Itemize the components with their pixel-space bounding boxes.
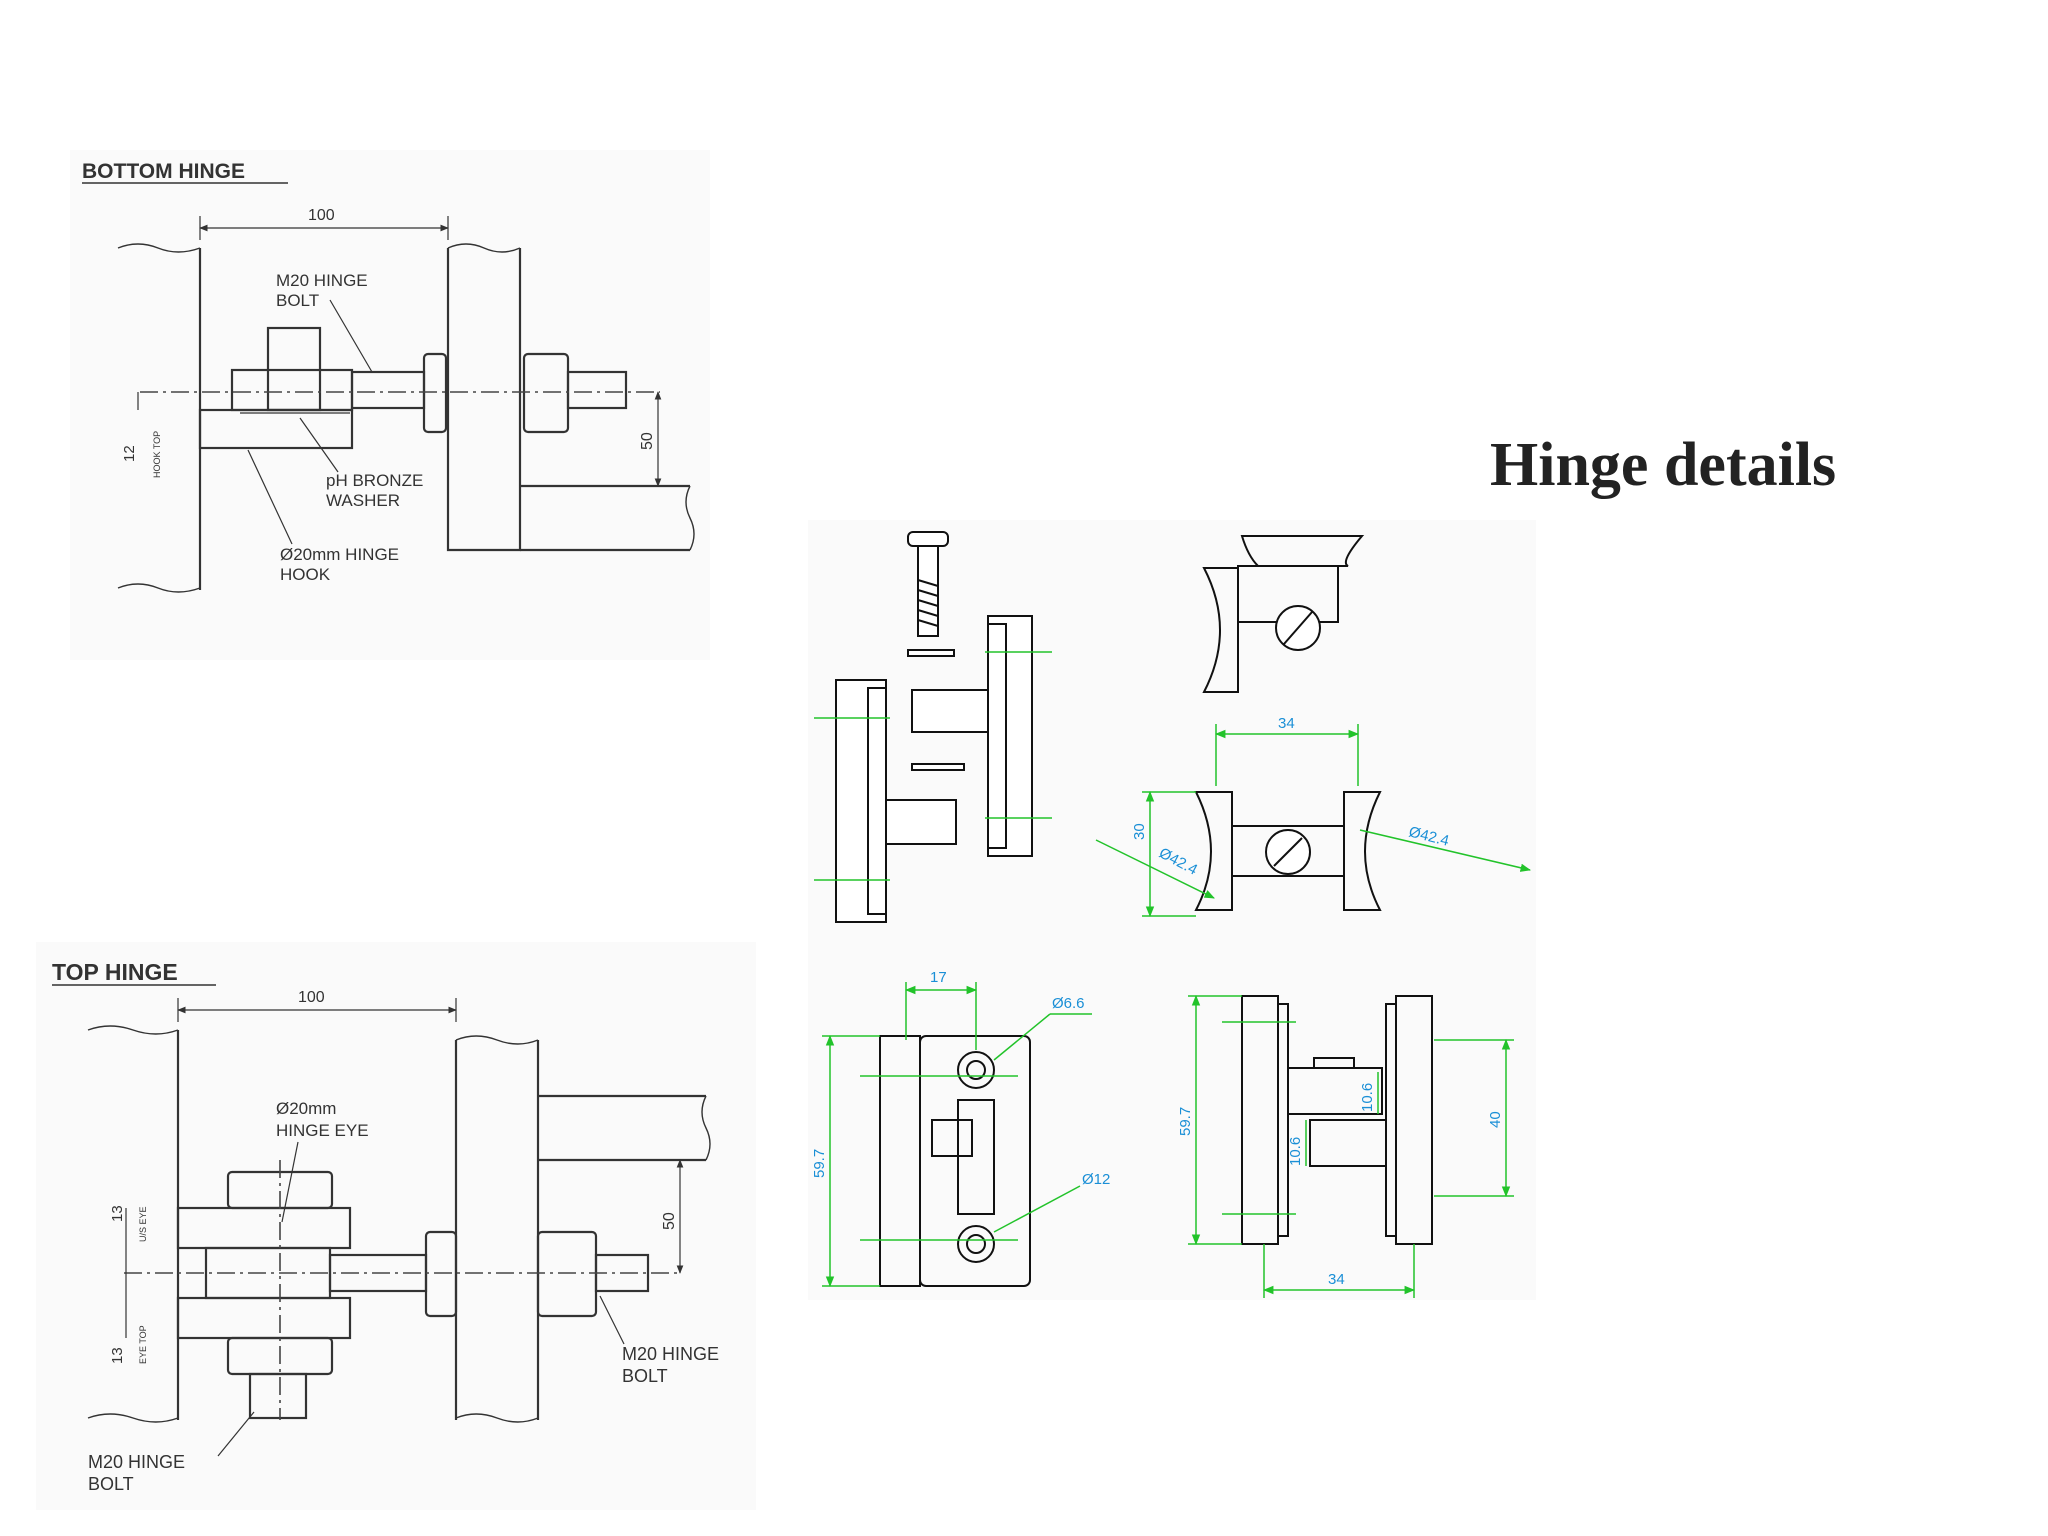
bottom-bolt-tail: [566, 370, 628, 410]
top-bolt-bottom-leader: [217, 1411, 255, 1457]
glass-hinge-drawing: 34 30 Ø42.4 Ø42.4 17 Ø6: [808, 520, 1536, 1300]
dim-106-a-text: 10.6: [1359, 1083, 1376, 1112]
page-title: Hinge details: [1490, 431, 1837, 499]
screw-head: [907, 531, 949, 547]
plan-screw-slot: [1283, 611, 1313, 645]
front-right-clamp: [1343, 791, 1382, 911]
bottom-hinge-panel: [70, 150, 710, 660]
right-plate-inner: [987, 623, 1007, 849]
lower-knuckle: [885, 799, 957, 845]
bottom-dim-hook-top-note: HOOK TOP: [152, 431, 162, 478]
bottom-washer-label-2: WASHER: [326, 491, 400, 510]
bottom-bolt-label-2: BOLT: [276, 291, 319, 310]
front-connector: [1231, 825, 1345, 877]
side-knuckle: [931, 1119, 973, 1157]
spacer-disc: [911, 763, 965, 771]
bottom-washer-label-1: pH BRONZE: [326, 471, 423, 490]
side-hole-top-outer: [957, 1051, 995, 1089]
side-body: [919, 1035, 1031, 1287]
bottom-dim-100-text: 100: [308, 207, 335, 224]
dim-dia-right-leader: [1359, 829, 1532, 872]
screw-thread: [917, 579, 939, 627]
top-bolt-right-label-1: M20 HINGE: [622, 1344, 719, 1364]
bottom-gate-post: [446, 248, 522, 552]
dim-40-text: 40: [1487, 1111, 1504, 1128]
top-dim-50-text: 50: [661, 1212, 678, 1230]
bottom-nut-left: [422, 352, 448, 434]
front-left-clamp: [1194, 791, 1233, 911]
upper-knuckle: [911, 689, 989, 733]
side-view-bottom-left: 17 Ø6.6 Ø12 59.7: [811, 969, 1110, 1288]
bottom-hinge-drawing: BOTTOM HINGE 100 50 12 HOOK TOP: [70, 150, 710, 660]
washer-disc: [907, 649, 955, 657]
dim-d12-text: Ø12: [1082, 1171, 1110, 1188]
top-bolt-right-leader: [599, 1295, 625, 1345]
bottom-dim-50-text: 50: [639, 432, 656, 450]
bottom-dim-12-text: 12: [121, 445, 138, 462]
top-gate-post: [454, 1040, 540, 1420]
dim-d66-leader: [993, 1013, 1051, 1061]
dim-d12-leader: [993, 1185, 1081, 1233]
dim-17-text: 17: [930, 969, 947, 986]
bottom-hook-label-2: HOOK: [280, 565, 331, 584]
top-hinge-heading: TOP HINGE: [52, 959, 178, 985]
dim-d66-text: Ø6.6: [1052, 995, 1085, 1012]
top-bolt-stub: [248, 1372, 308, 1420]
bottom-post-break-top: [117, 243, 201, 253]
top-hinge-drawing: TOP HINGE 100 50: [36, 942, 756, 1510]
top-dim-100-text: 100: [298, 989, 325, 1006]
dim-34-top-text: 34: [1278, 715, 1295, 732]
top-bolt-bottom-label-2: BOLT: [88, 1474, 134, 1494]
dim-106-b-text: 10.6: [1287, 1137, 1304, 1166]
bottom-hook-leader: [247, 449, 293, 545]
top-eye-leader: [281, 1141, 299, 1223]
top-hinge-panel: [36, 942, 756, 1510]
side-hole-bottom-inner: [966, 1234, 986, 1254]
top-dim-us-eye-note: U/S EYE: [138, 1206, 148, 1242]
bottom-rail: [520, 484, 690, 552]
top-eye-label-2: HINGE EYE: [276, 1121, 369, 1140]
side-view-bottom-right: 59.7 40 10.6 10.6 34: [1177, 994, 1514, 1298]
dim-34-bottom-text: 34: [1328, 1271, 1345, 1288]
top-eye-label-1: Ø20mm: [276, 1099, 336, 1118]
bottom-hook-label-1: Ø20mm HINGE: [280, 545, 399, 564]
right-view-lower-block: [1309, 1119, 1387, 1167]
bottom-gate-post-break: [447, 243, 521, 253]
bottom-rail-break: [685, 485, 695, 551]
clamp-left: [1202, 567, 1239, 693]
side-hole-top-inner: [966, 1060, 986, 1080]
top-bolt-right-label-2: BOLT: [622, 1366, 668, 1386]
top-dim-13-lower-text: 13: [109, 1347, 126, 1364]
top-nut-left: [424, 1230, 458, 1318]
bottom-post-break-bottom: [117, 583, 201, 593]
top-bolt-bottom-label-1: M20 HINGE: [88, 1452, 185, 1472]
bottom-bolt-label-1: M20 HINGE: [276, 271, 368, 290]
right-view-left-plate-lip: [1277, 1003, 1289, 1237]
dim-30-text: 30: [1131, 823, 1148, 840]
top-dim-eye-top-note: EYE TOP: [138, 1325, 148, 1364]
plan-view-top: [1202, 535, 1365, 693]
dim-dia-left-leader: [1095, 839, 1215, 899]
bottom-bolt-leader: [329, 299, 373, 373]
side-hole-bottom-outer: [957, 1225, 995, 1263]
dim-597-right-text: 59.7: [1177, 1107, 1194, 1136]
exploded-view: [814, 531, 1052, 923]
clamp-top: [1240, 535, 1365, 567]
bottom-hinge-heading: BOTTOM HINGE: [82, 160, 245, 183]
front-screw-slot: [1273, 837, 1303, 867]
dim-597-left-text: 59.7: [811, 1149, 828, 1178]
top-dim-13-upper-text: 13: [109, 1205, 126, 1222]
bottom-hook-arm: [198, 408, 354, 450]
bottom-washer-leader: [299, 417, 339, 473]
right-view-upper-cap: [1313, 1057, 1355, 1069]
